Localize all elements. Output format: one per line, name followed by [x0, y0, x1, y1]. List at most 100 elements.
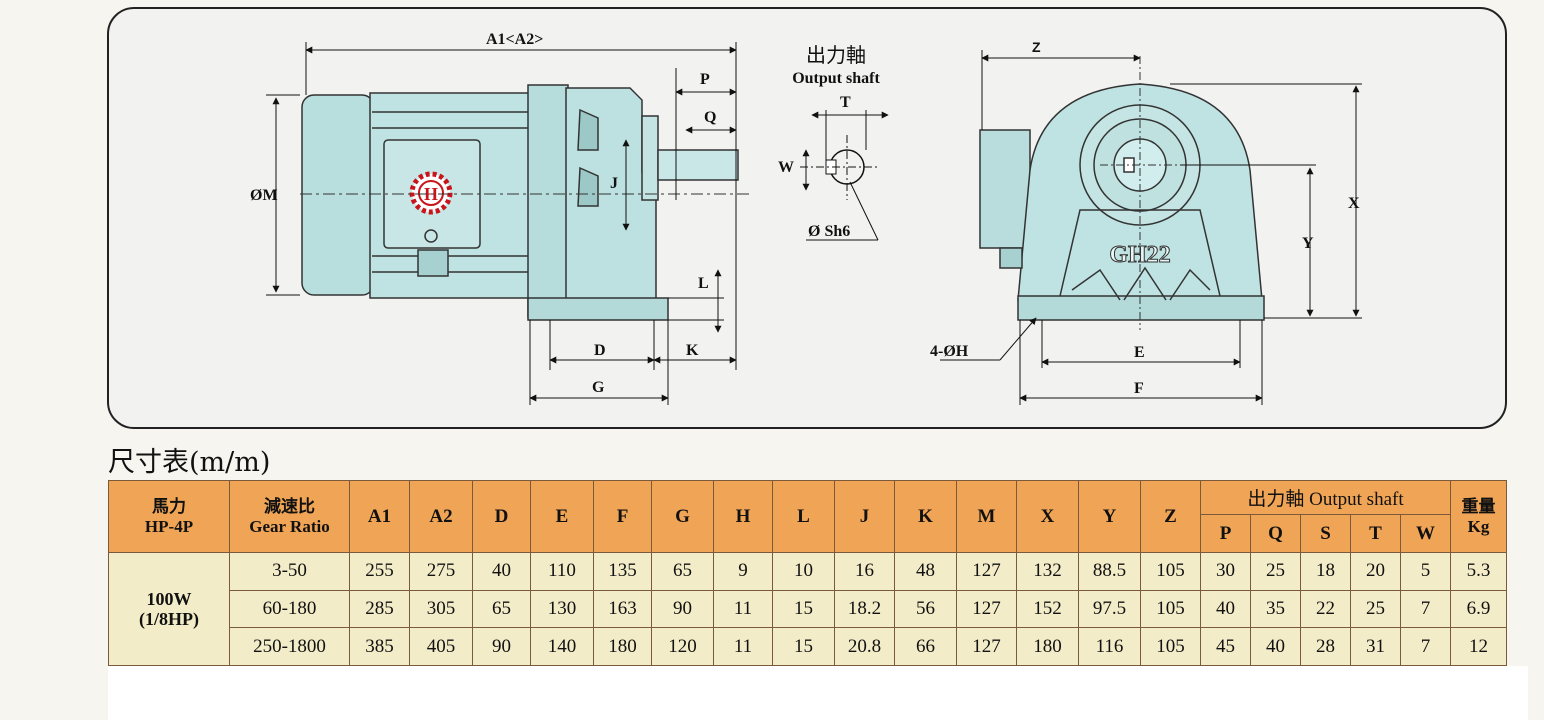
- cell-t: 25: [1350, 589, 1401, 629]
- label-holes: 4-ØH: [930, 343, 969, 360]
- header-f: F: [593, 480, 652, 553]
- cell-a1: 255: [349, 552, 410, 591]
- cell-w: 7: [1399, 589, 1452, 629]
- cell-p: 45: [1200, 627, 1251, 666]
- cell-f: 163: [593, 589, 652, 629]
- header-s: S: [1300, 514, 1351, 553]
- model-power: 100W: [146, 589, 192, 609]
- foot-base: [527, 297, 669, 321]
- cell-j: 20.8: [834, 627, 895, 666]
- label-y: Y: [1302, 235, 1314, 252]
- header-weight-unit: Kg: [1467, 516, 1490, 536]
- side-dimensions: [266, 42, 737, 405]
- cell-a1: 285: [349, 589, 410, 629]
- cell-a2: 405: [409, 627, 473, 666]
- cell-k: 56: [894, 589, 957, 629]
- header-j: J: [834, 480, 895, 553]
- cell-a2: 305: [409, 589, 473, 629]
- blank-area: [108, 666, 1528, 720]
- cell-ratio: 3-50: [229, 552, 350, 591]
- cell-x: 180: [1016, 627, 1079, 666]
- output-shaft-title-cn: 出力軸: [806, 43, 866, 67]
- header-e: E: [530, 480, 594, 553]
- table-row: 60-180 285 305 65 130 163 90 11 15 18.2 …: [109, 589, 1508, 629]
- label-g: G: [592, 379, 605, 396]
- cell-ratio: 250-1800: [229, 627, 350, 666]
- cell-ratio: 60-180: [229, 589, 350, 629]
- header-p: P: [1200, 514, 1251, 553]
- label-k: K: [686, 342, 699, 359]
- cell-x: 132: [1016, 552, 1079, 591]
- table-row: 100W(1/8HP) 3-50 255 275 40 110 135 65 9…: [108, 552, 1508, 666]
- cell-s: 22: [1300, 589, 1351, 629]
- cell-weight: 12: [1450, 627, 1508, 666]
- front-motor-box: [979, 129, 1031, 249]
- motor-end-cap: [301, 94, 375, 296]
- cell-s: 18: [1300, 552, 1351, 591]
- cell-d: 65: [472, 589, 531, 629]
- header-d: D: [472, 480, 531, 553]
- cell-y: 116: [1078, 627, 1141, 666]
- cell-weight: 6.9: [1450, 589, 1508, 629]
- label-sh6: Ø Sh6: [808, 223, 850, 240]
- cell-t: 20: [1350, 552, 1401, 591]
- cell-f: 135: [593, 552, 652, 591]
- header-output-shaft: 出力軸 Output shaft: [1199, 480, 1452, 515]
- header-a1: A1: [349, 480, 410, 553]
- cell-z: 105: [1140, 627, 1201, 666]
- header-x: X: [1016, 480, 1079, 553]
- header-k: K: [894, 480, 957, 553]
- label-x: X: [1348, 195, 1360, 212]
- gear-flange: [527, 84, 569, 318]
- cell-a1: 385: [349, 627, 410, 666]
- label-p: P: [700, 71, 710, 88]
- cell-h: 9: [713, 552, 773, 591]
- cell-j: 18.2: [834, 589, 895, 629]
- output-shaft: [657, 149, 739, 181]
- cell-j: 16: [834, 552, 895, 591]
- cell-s: 28: [1300, 627, 1351, 666]
- header-t: T: [1350, 514, 1401, 553]
- cell-p: 30: [1200, 552, 1251, 591]
- cell-z: 105: [1140, 589, 1201, 629]
- cell-z: 105: [1140, 552, 1201, 591]
- model-hp: (1/8HP): [139, 609, 199, 629]
- cell-x: 152: [1016, 589, 1079, 629]
- model-cell: 100W(1/8HP): [108, 552, 230, 666]
- label-t: T: [840, 94, 851, 111]
- header-ratio-cn: 減速比: [264, 496, 315, 516]
- shaft-collar: [641, 115, 659, 201]
- cell-e: 140: [530, 627, 594, 666]
- label-q: Q: [704, 109, 716, 126]
- cell-m: 127: [956, 589, 1017, 629]
- cell-d: 40: [472, 552, 531, 591]
- cell-m: 127: [956, 627, 1017, 666]
- cell-y: 88.5: [1078, 552, 1141, 591]
- cell-q: 25: [1250, 552, 1301, 591]
- label-j: J: [610, 175, 618, 192]
- output-shaft-title-en: Output shaft: [792, 70, 880, 87]
- cell-l: 10: [772, 552, 835, 591]
- cell-h: 11: [713, 627, 773, 666]
- table-row: 250-1800 385 405 90 140 180 120 11 15 20…: [109, 627, 1508, 666]
- header-ratio-en: Gear Ratio: [249, 516, 330, 536]
- cell-w: 5: [1399, 552, 1452, 591]
- label-a1a2: A1<A2>: [486, 31, 543, 48]
- header-q: Q: [1250, 514, 1301, 553]
- label-e: E: [1134, 344, 1145, 361]
- header-w: W: [1399, 514, 1452, 553]
- header-hp-en: HP-4P: [144, 516, 194, 536]
- cell-f: 180: [593, 627, 652, 666]
- cell-p: 40: [1200, 589, 1251, 629]
- cell-e: 110: [530, 552, 594, 591]
- label-m: ØM: [250, 187, 278, 204]
- cell-k: 66: [894, 627, 957, 666]
- shaft-section: [800, 110, 889, 241]
- cell-g: 90: [651, 589, 714, 629]
- header-a2: A2: [409, 480, 473, 553]
- front-base: [1017, 295, 1265, 321]
- cell-w: 7: [1399, 627, 1452, 666]
